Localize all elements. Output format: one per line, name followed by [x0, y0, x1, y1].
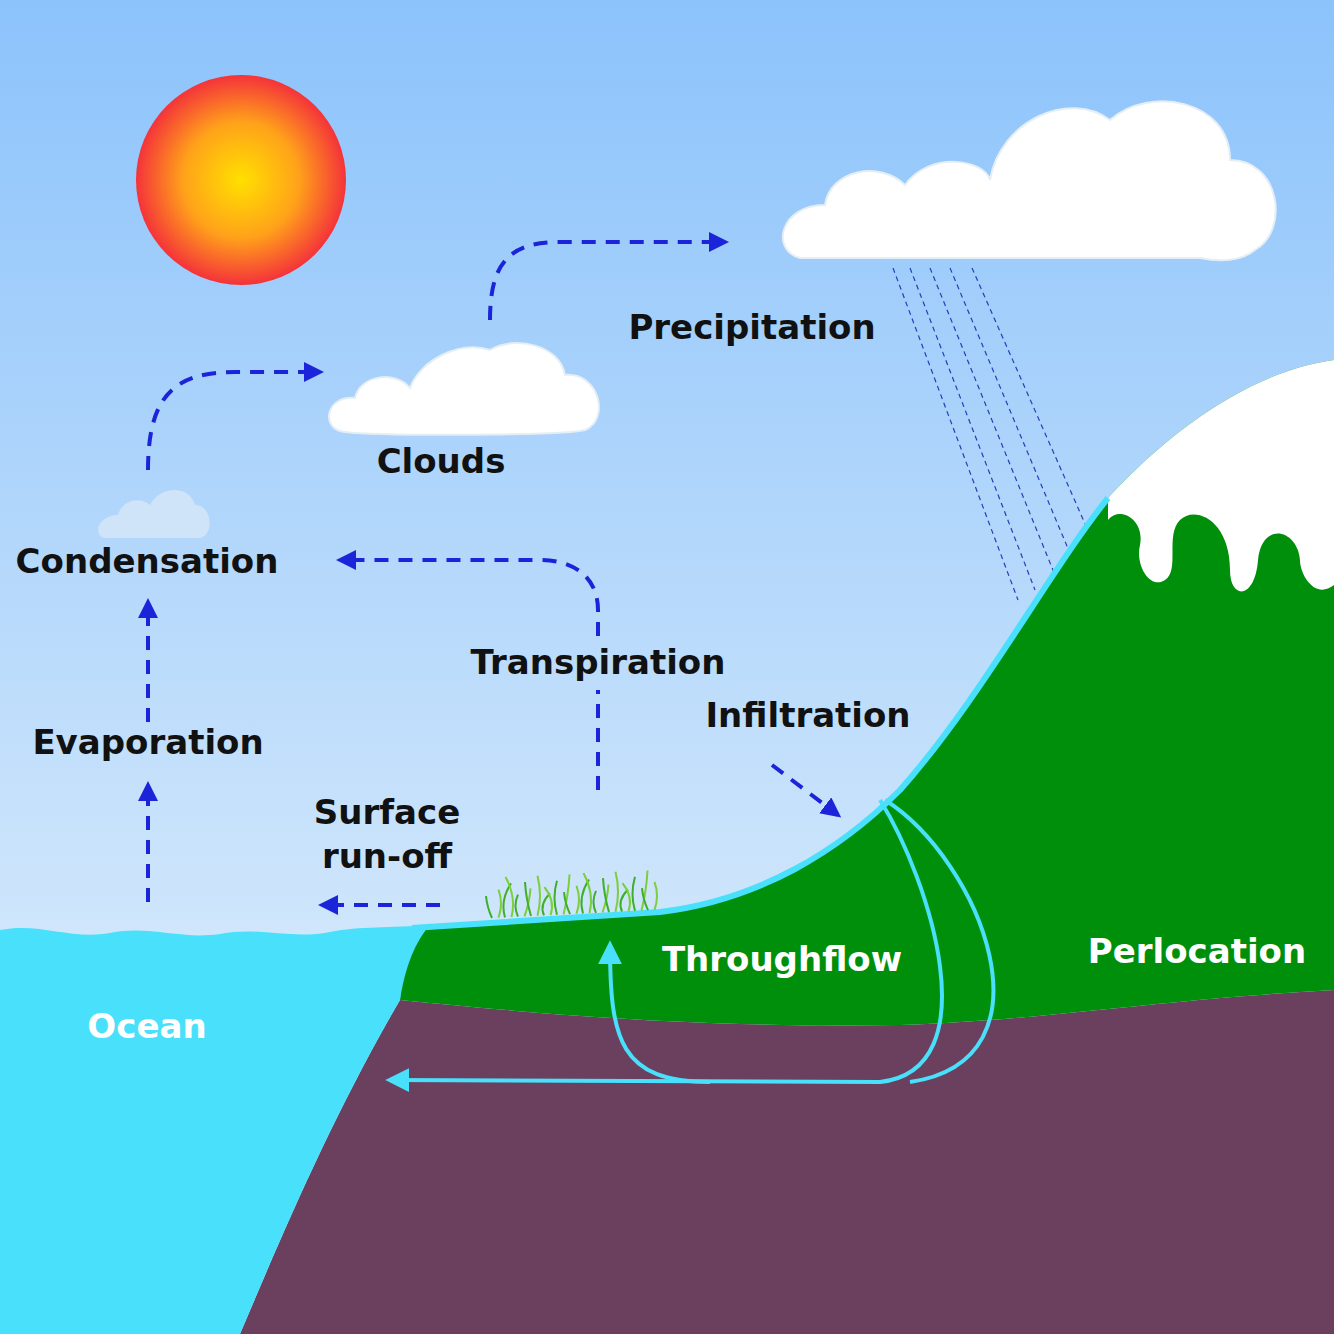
grass-blade — [542, 893, 550, 915]
grass-blade — [603, 878, 609, 912]
grass-blade — [620, 890, 628, 912]
process-label: Perlocation — [1088, 930, 1306, 974]
grass-blade — [633, 877, 636, 911]
ocean — [0, 925, 430, 1334]
grass-blade — [642, 888, 648, 910]
grass — [486, 871, 657, 918]
grass-blade — [655, 882, 658, 910]
land — [400, 360, 1334, 1025]
surface-line — [412, 498, 1108, 928]
process-label: Ocean — [87, 1005, 206, 1049]
snow-cap — [1108, 360, 1334, 591]
process-label: Precipitation — [628, 306, 875, 350]
grass-blade — [594, 891, 597, 913]
groundwater-flow — [390, 800, 993, 1082]
process-label: Evaporation — [32, 721, 263, 765]
process-label: Infiltration — [705, 694, 910, 738]
grass-blade — [584, 873, 592, 913]
grass-blade — [616, 872, 619, 912]
grass-blade — [564, 892, 570, 914]
rain-cloud — [783, 101, 1276, 260]
grass-blade — [516, 895, 519, 917]
process-label: Condensation — [16, 540, 279, 584]
grass-blade — [545, 887, 553, 915]
grass-blade — [564, 874, 570, 914]
faint-cloud — [98, 490, 210, 538]
grass-blade — [525, 882, 531, 916]
sun — [136, 75, 346, 285]
grass-blade — [642, 871, 648, 911]
grass-blade — [506, 877, 514, 917]
grass-blade — [486, 896, 492, 918]
grass-blade — [555, 881, 558, 915]
process-label: Surface run-off — [292, 791, 482, 878]
process-label: Clouds — [377, 440, 506, 484]
grass-blade — [538, 876, 541, 916]
process-label: Throughflow — [662, 938, 902, 982]
grass-blade — [577, 886, 580, 914]
grass-blade — [499, 890, 502, 918]
cloud — [329, 343, 599, 435]
grass-blade — [623, 883, 631, 911]
rain — [893, 268, 1090, 600]
bedrock — [240, 990, 1334, 1334]
process-label: Transpiration — [471, 641, 726, 685]
